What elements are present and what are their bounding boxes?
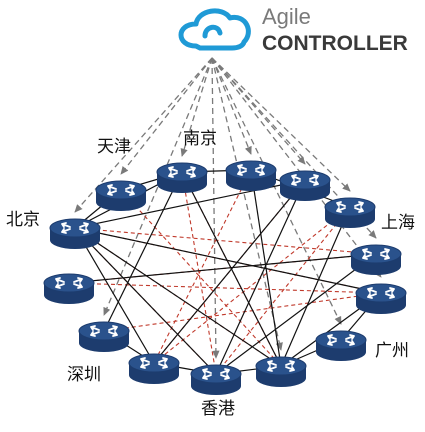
- router-icon: [156, 162, 208, 193]
- control-link-shenzhen: [103, 57, 213, 316]
- logo-agile-text: Agile: [262, 4, 311, 29]
- logical-link-west-east2: [68, 282, 382, 294]
- physical-link-beijing-east2: [74, 227, 382, 294]
- router-icon: [279, 170, 331, 201]
- router-icon: [324, 197, 376, 228]
- router-icon: [128, 353, 180, 384]
- control-link-nanjing: [180, 57, 213, 157]
- city-label-beijing: 北京: [6, 210, 40, 230]
- city-label-shenzhen: 深圳: [67, 365, 101, 385]
- router-icon: [355, 283, 407, 314]
- routers: [43, 160, 407, 395]
- physical-link-center1-south3: [250, 169, 282, 367]
- physical-link-beijing-south1: [74, 227, 155, 364]
- physical-link-center2-south1: [153, 179, 306, 364]
- physical-link-nanjing-shenzhen: [103, 171, 183, 332]
- logo-controller-text: CONTROLLER: [262, 32, 408, 55]
- control-link-south3: [211, 57, 283, 351]
- logical-link-hongkong-east1: [215, 206, 351, 375]
- physical-link-shanghai-hongkong: [215, 253, 377, 375]
- city-label-nanjing: 南京: [183, 129, 217, 149]
- city-label-tianjin: 天津: [97, 137, 131, 157]
- logical-link-shenzhen-east2: [103, 292, 382, 332]
- router-icon: [49, 218, 101, 249]
- router-icon: [190, 364, 242, 395]
- logical-link-tianjin-south3: [120, 189, 282, 367]
- physical-link-west-shanghai: [68, 253, 377, 284]
- city-label-hongkong: 香港: [201, 399, 235, 419]
- logical-link-beijing-shanghai: [74, 227, 377, 255]
- cloud-icon: [178, 8, 251, 51]
- physical-link-beijing-hongkong: [74, 227, 217, 375]
- router-icon: [315, 330, 367, 361]
- logical-link-nanjing-hongkong: [181, 171, 217, 375]
- control-link-center1: [211, 57, 252, 155]
- router-icon: [95, 180, 147, 211]
- control-link-hongkong: [211, 57, 220, 359]
- router-icon: [43, 273, 95, 304]
- control-link-tianjin: [120, 57, 213, 175]
- physical-link-east1-south3: [280, 206, 351, 367]
- router-icon: [225, 160, 277, 191]
- physical-link-beijing-south3: [74, 227, 282, 367]
- city-label-guangzhou: 广州: [375, 341, 409, 361]
- control-link-east2: [211, 57, 382, 278]
- agile-controller-logo: Agile CONTROLLER: [178, 4, 408, 55]
- control-link-east1: [211, 57, 351, 192]
- router-icon: [255, 356, 307, 387]
- router-icon: [78, 321, 130, 352]
- router-icon: [350, 244, 402, 275]
- physical-link-center2-hongkong: [215, 179, 306, 375]
- logical-link-center1-south1: [153, 169, 252, 364]
- city-label-shanghai: 上海: [381, 213, 415, 233]
